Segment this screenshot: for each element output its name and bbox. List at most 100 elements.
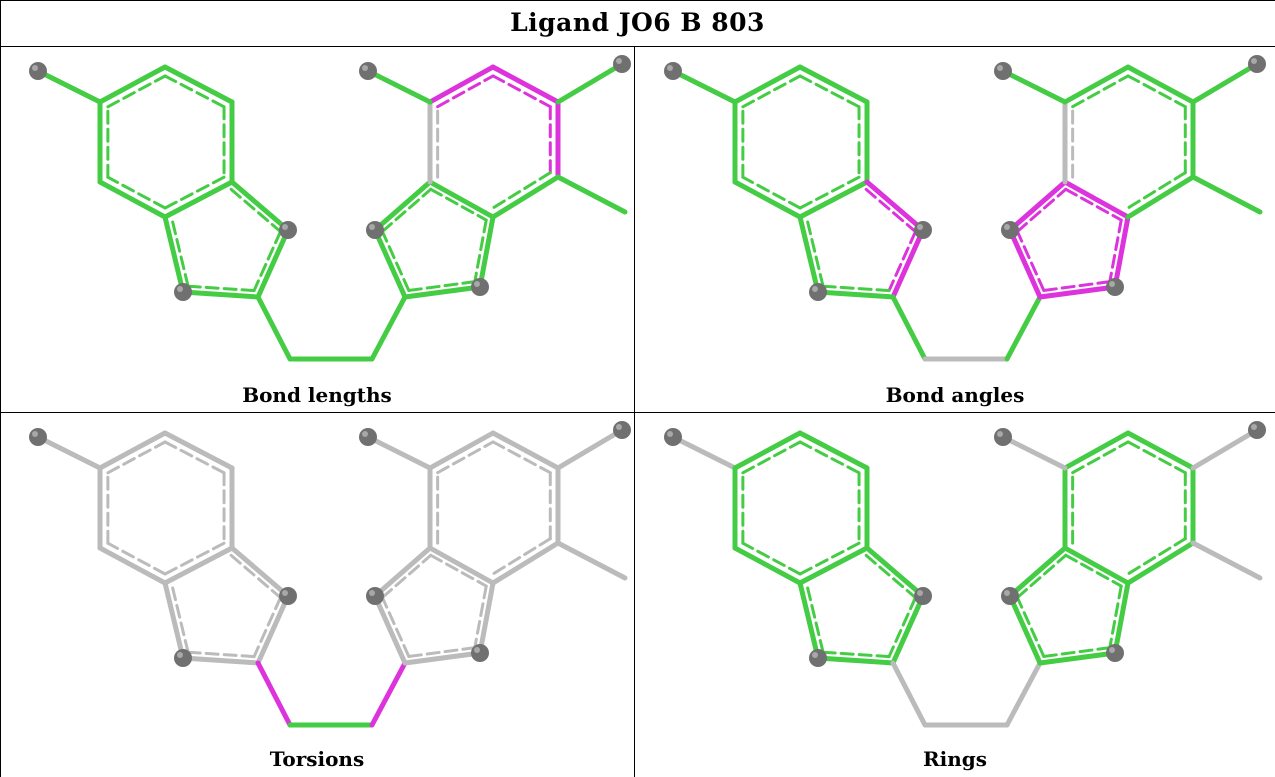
bond-b-l1-1 [97,64,168,105]
aromatic-dash-b-l1-5 [106,541,167,576]
atom-rp1 [366,221,384,239]
atom-highlight-rp1 [369,590,375,596]
aromatic-dash-b-al1-1 [864,187,917,234]
atom-highlight-rp2 [474,647,480,653]
atom-highlight-lp2 [177,652,183,658]
aromatic-dash-b-ar1-5 [407,646,477,658]
bond-b-bridge-3 [369,660,408,728]
aromatic-dash-b-ar1-3 [429,187,488,222]
aromatic-dash-b-ar1-5 [407,280,477,292]
atom-highlight-c3 [1251,58,1257,64]
atom-highlight-c1 [667,65,673,71]
bond-b-l1-4 [797,545,870,586]
atom-highlight-c2 [997,65,1003,71]
outer-border-left [0,0,1,777]
aromatic-dash-b-l1-4 [163,175,226,210]
aromatic-dash-b-l1-5 [741,541,802,576]
bond-b-bridge-3 [369,294,408,362]
atom-lp2 [174,649,192,667]
bond-b-l1-4 [162,179,235,220]
atom-c2 [359,428,377,446]
bond-b-c4 [555,540,628,581]
atom-highlight-c2 [997,431,1003,437]
panel-torsions: Torsions [0,413,634,777]
aromatic-dash-b-l1-2 [798,440,861,475]
bond-b-ar1-5 [1037,284,1118,300]
bond-b-l1-1 [97,430,168,471]
bond-b-c3 [1190,61,1260,105]
bond-b-c2 [365,434,433,471]
molecule-bond-lengths [29,55,631,362]
bond-b-ar1-5 [1037,650,1118,666]
bond-b-bridge-1 [255,660,293,728]
aromatic-dash-b-l1-1 [106,440,167,475]
molecule-rings [664,421,1266,728]
bond-b-o1-1 [1062,64,1131,105]
bond-b-al1-2 [890,227,926,300]
aromatic-dash-b-ar1-5 [1042,280,1112,292]
bond-b-c2 [365,68,433,105]
caption-rings: Rings [922,747,987,771]
caption-bond-lengths: Bond lengths [242,383,392,407]
aromatic-dash-b-l1-2 [798,74,861,109]
atom-highlight-c3 [616,58,622,64]
caption-bond-angles: Bond angles [885,383,1025,407]
bond-b-ar1-2 [1007,179,1068,233]
atom-highlight-rp1 [369,224,375,230]
atom-rp2 [1106,278,1124,296]
atom-highlight-c2 [362,431,368,437]
aromatic-dash-b-ar1-4 [473,218,488,284]
bond-b-al1-2 [255,227,291,300]
bond-b-ar1-1 [372,227,408,300]
aromatic-dash-b-ar1-5 [1042,646,1112,658]
bond-b-ar1-3 [427,179,496,220]
bond-b-ar1-3 [1062,545,1131,586]
bond-b-ar1-2 [1007,545,1068,599]
aromatic-dash-b-l1-5 [741,175,802,210]
bond-b-al1-3 [180,655,261,666]
aromatic-dash-b-ar1-4 [1108,218,1123,284]
bond-b-br2-2 [490,174,561,220]
bond-b-l1-4 [162,545,235,586]
bond-b-o1-2 [490,430,561,471]
atom-rp1 [366,587,384,605]
atom-lp1 [279,221,297,239]
bond-b-c3 [555,61,625,105]
aromatic-dash-b-al1-1 [229,553,282,600]
bond-b-bridge-3 [1004,294,1043,362]
bond-b-ar1-1 [1007,227,1043,300]
aromatic-dash-b-ar1-3 [429,553,488,588]
bond-b-al1-3 [815,289,896,300]
aromatic-dash-b-l1-5 [106,175,167,210]
bond-b-al1-4 [162,214,186,295]
bond-b-o1-2 [1125,430,1196,471]
atom-highlight-c3 [1251,424,1257,430]
bond-b-br2-2 [490,540,561,586]
bond-b-l1-1 [732,430,803,471]
bond-b-ar1-3 [1062,179,1131,220]
bond-b-al1-4 [797,214,821,295]
aromatic-dash-b-br2-2 [491,537,552,576]
aromatic-dash-b-al1-2 [887,230,917,293]
atom-rp2 [1106,644,1124,662]
aromatic-dash-b-l1-4 [798,541,861,576]
aromatic-dash-b-ar1-2 [380,553,433,600]
bond-b-bridge-1 [890,294,928,362]
row-divider [0,412,1275,413]
bond-b-al1-4 [797,580,821,661]
aromatic-dash-b-br2-2 [1126,537,1187,576]
bond-b-l1-2 [162,64,235,105]
aromatic-dash-b-ar1-1 [380,230,411,292]
aromatic-dash-b-l1-4 [798,175,861,210]
title-divider [0,46,1275,47]
atom-lp2 [809,649,827,667]
atom-c1 [29,428,47,446]
bond-b-ar1-4 [1112,214,1131,290]
atom-highlight-lp1 [282,590,288,596]
atom-highlight-c3 [616,424,622,430]
atom-highlight-rp2 [1109,647,1115,653]
atom-c3 [1248,55,1266,73]
atom-highlight-c2 [362,65,368,71]
atom-highlight-c1 [667,431,673,437]
bond-b-al1-3 [180,289,261,300]
